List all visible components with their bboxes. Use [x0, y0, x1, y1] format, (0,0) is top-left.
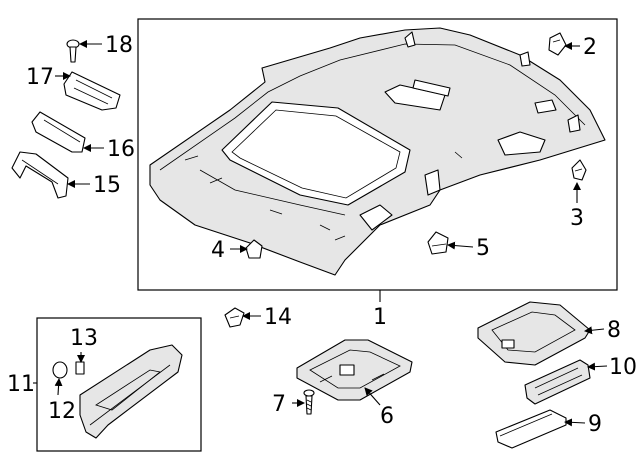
part-18-screw — [66, 39, 80, 63]
headliner-group-frame — [137, 18, 618, 291]
part-16-bracket — [31, 111, 86, 153]
callout-15: 15 — [93, 173, 121, 198]
part-4-clip — [245, 239, 263, 259]
part-6-console-housing — [296, 339, 413, 401]
callout-1: 1 — [373, 305, 387, 330]
callout-4: 4 — [211, 238, 225, 263]
headliner-panel — [149, 27, 606, 276]
part-13-clip — [75, 361, 85, 375]
part-9-cover — [495, 409, 567, 449]
callout-13: 13 — [70, 326, 98, 351]
part-11-sun-visor — [79, 344, 183, 439]
part-10-lens — [524, 359, 591, 405]
callout-5: 5 — [476, 236, 490, 261]
callout-10: 10 — [609, 355, 637, 380]
callout-12: 12 — [48, 399, 76, 424]
callout-11: 11 — [7, 372, 35, 397]
callout-7: 7 — [272, 392, 286, 417]
part-7-screw — [303, 389, 315, 415]
part-12-clip — [52, 361, 68, 379]
callout-3: 3 — [570, 206, 584, 231]
part-14-clip — [224, 307, 245, 328]
part-3-clip — [571, 159, 587, 181]
callout-9: 9 — [588, 412, 602, 437]
part-8-map-lamp — [477, 301, 591, 366]
callout-16: 16 — [107, 137, 135, 162]
leader-8 — [584, 326, 605, 335]
part-15-grab-handle — [11, 151, 69, 199]
part-17-bracket — [63, 71, 121, 111]
callout-6: 6 — [380, 404, 394, 429]
callout-18: 18 — [105, 33, 133, 58]
leader-9 — [564, 418, 586, 427]
callout-8: 8 — [607, 318, 621, 343]
leader-10 — [587, 362, 608, 371]
leader-6 — [364, 387, 381, 406]
callout-17: 17 — [26, 65, 54, 90]
part-5-bracket — [427, 231, 449, 255]
leader-12 — [54, 378, 63, 396]
sunvisor-group-frame — [36, 317, 202, 452]
part-2-clip — [548, 32, 567, 56]
leader-5 — [447, 241, 474, 250]
callout-14: 14 — [264, 305, 292, 330]
callout-2: 2 — [583, 35, 597, 60]
